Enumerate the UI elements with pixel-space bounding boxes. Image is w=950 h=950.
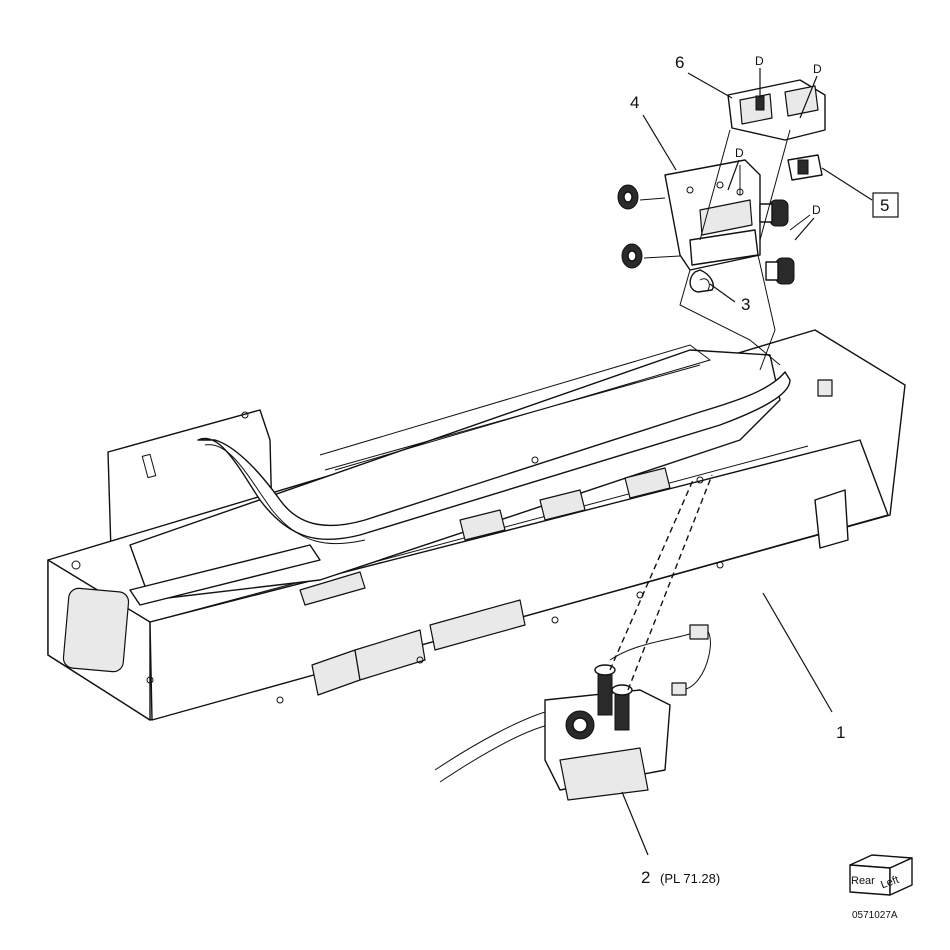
main-frame-assembly [47, 329, 906, 721]
roller-pair-lower [759, 199, 795, 285]
orientation-left-label: Left [879, 874, 900, 892]
top-bracket-part [727, 79, 826, 141]
drive-motor-assembly [434, 624, 711, 801]
alignment-line [627, 474, 713, 691]
connector-part [787, 154, 823, 181]
d-label: D [755, 54, 764, 68]
callout-6: 6 [675, 53, 684, 72]
d-label: D [813, 62, 822, 76]
orientation-cube: Rear Left [849, 854, 913, 896]
roller-pair-upper [617, 184, 681, 269]
alignment-line [609, 479, 694, 671]
spring-clip-part [689, 269, 714, 293]
callout-5-box [872, 192, 899, 218]
callout-1: 1 [836, 723, 845, 742]
figure-id: 0571027A [852, 910, 898, 921]
d-label: D [735, 146, 744, 160]
orientation-rear-label: Rear [851, 875, 875, 887]
callout-4: 4 [630, 93, 639, 112]
d-label: D [812, 203, 821, 217]
callout-5: 5 [880, 196, 889, 215]
callout-2-part-list-ref: (PL 71.28) [660, 871, 720, 886]
callout-2: 2 [641, 868, 650, 887]
bracket-plate-part [664, 159, 761, 271]
assembly-guide-lines [679, 129, 811, 371]
callout-3: 3 [741, 295, 750, 314]
